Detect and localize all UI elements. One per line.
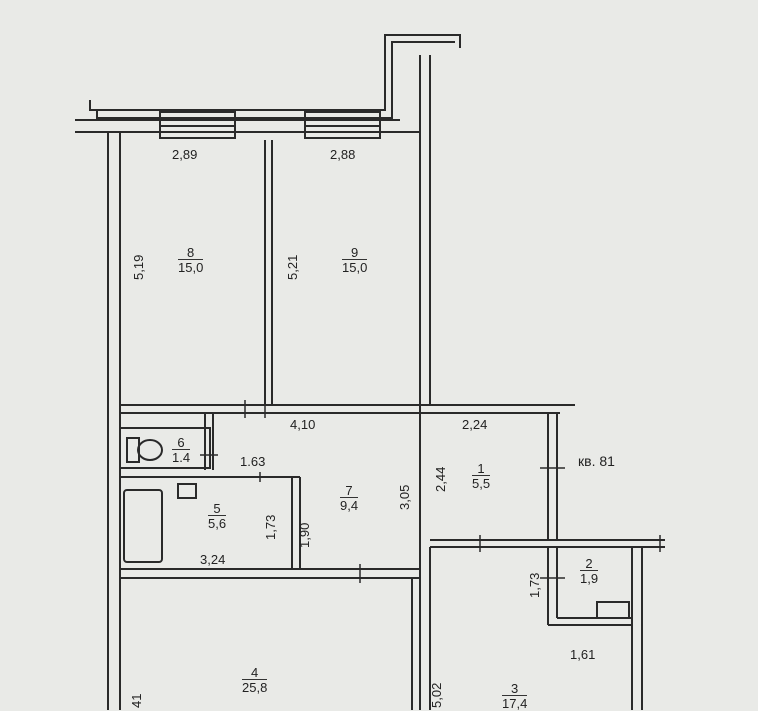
wc-box bbox=[119, 427, 211, 469]
room-5-label: 5 5,6 bbox=[208, 501, 227, 531]
room-number: 3 bbox=[511, 681, 519, 696]
room-area: 25,8 bbox=[242, 679, 268, 695]
room-number: 1 bbox=[477, 461, 485, 476]
dim-closet-depth: 1,73 bbox=[527, 572, 542, 598]
room-area: 5,5 bbox=[472, 475, 491, 491]
dim-room9-depth: 5,21 bbox=[285, 254, 300, 280]
dim-bath-inner-depth: 1,90 bbox=[297, 522, 312, 548]
dim-room8-width: 2,89 bbox=[172, 147, 198, 162]
room-area: 9,4 bbox=[340, 497, 359, 513]
room-area: 1.4 bbox=[172, 449, 191, 465]
dim-room3-depth: 5,02 bbox=[429, 682, 444, 708]
room-area: 1,9 bbox=[580, 570, 599, 586]
room-6-label: 6 1.4 bbox=[172, 435, 191, 465]
room-area: 15,0 bbox=[178, 259, 204, 275]
dim-hall-depth: 2,44 bbox=[433, 466, 448, 492]
closet-shelf bbox=[596, 601, 630, 619]
dim-wc-width: 1.63 bbox=[240, 454, 266, 469]
room-2-label: 2 1,9 bbox=[580, 556, 599, 586]
dim-bath-width: 3,24 bbox=[200, 552, 226, 567]
room-number: 2 bbox=[585, 556, 593, 571]
dim-bath-depth: 1,73 bbox=[263, 514, 278, 540]
room-1-label: 1 5,5 bbox=[472, 461, 491, 491]
room-4-label: 4 25,8 bbox=[242, 665, 268, 695]
dim-corridor-length: 4,10 bbox=[290, 417, 316, 432]
room-number: 9 bbox=[351, 245, 359, 260]
room-8-label: 8 15,0 bbox=[178, 245, 204, 275]
balcony-outline bbox=[89, 34, 461, 111]
dim-room4-depth: 41 bbox=[129, 693, 144, 708]
apartment-label: кв. 81 bbox=[578, 453, 615, 469]
room-3-label: 3 17,4 bbox=[502, 681, 528, 711]
room-area: 5,6 bbox=[208, 515, 227, 531]
room-number: 7 bbox=[345, 483, 353, 498]
dim-hall-width: 2,24 bbox=[462, 417, 488, 432]
dim-closet-width: 1,61 bbox=[570, 647, 596, 662]
room-area: 17,4 bbox=[502, 695, 528, 711]
dim-corridor-depth: 3,05 bbox=[397, 484, 412, 510]
balcony-inner bbox=[96, 41, 455, 119]
room-number: 5 bbox=[213, 501, 221, 516]
room-9-label: 9 15,0 bbox=[342, 245, 368, 275]
dim-room9-width: 2,88 bbox=[330, 147, 356, 162]
dim-room8-depth: 5,19 bbox=[131, 254, 146, 280]
room-number: 6 bbox=[177, 435, 185, 450]
toilet-bowl bbox=[137, 439, 163, 461]
room-number: 8 bbox=[187, 245, 195, 260]
room-7-label: 7 9,4 bbox=[340, 483, 359, 513]
room-number: 4 bbox=[251, 665, 259, 680]
sink bbox=[177, 483, 197, 499]
room-area: 15,0 bbox=[342, 259, 368, 275]
bathtub bbox=[123, 489, 163, 563]
